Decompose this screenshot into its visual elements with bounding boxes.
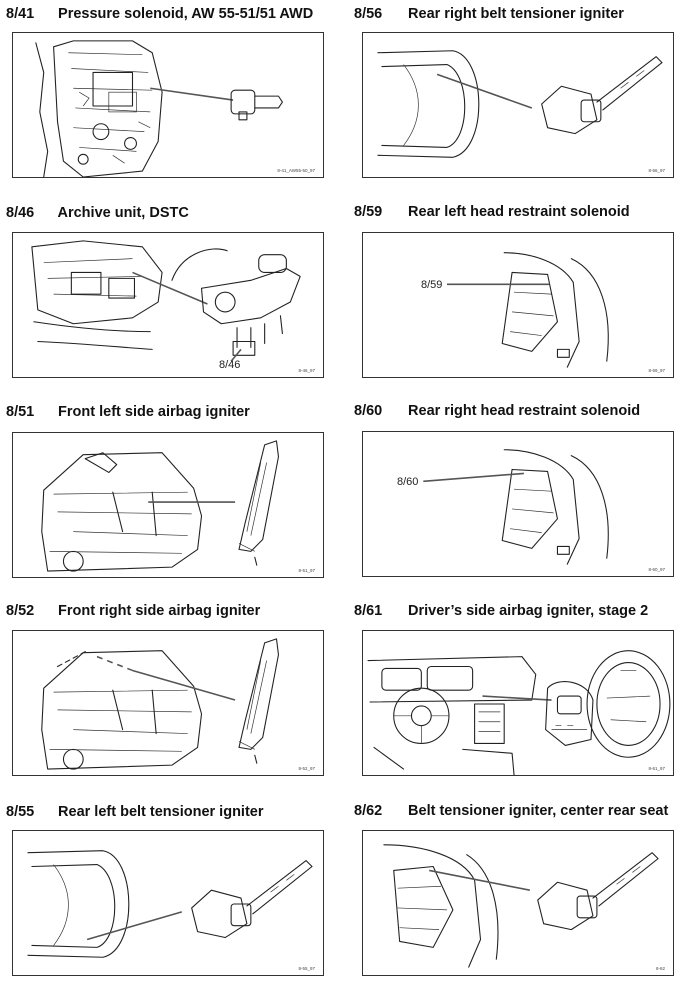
section-heading-8-46: 8/46 Archive unit, DSTC xyxy=(6,205,189,221)
engine-bay-drawing xyxy=(31,240,301,362)
figure-reference: 8-41_AW55-50_97 xyxy=(277,168,315,173)
section-code: 8/46 xyxy=(6,205,35,221)
section-code: 8/56 xyxy=(354,6,383,22)
illustration-center-rear-belt-tensioner: 8-62 xyxy=(362,830,674,976)
section-heading-8-62: 8/62 Belt tensioner igniter, center rear… xyxy=(354,803,668,819)
section-title: Rear right head restraint solenoid xyxy=(408,403,641,419)
figure-reference: 8-61_97 xyxy=(648,766,665,771)
callout-label: 8/59 xyxy=(421,279,443,291)
section-code: 8/60 xyxy=(354,403,383,419)
section-title: Front left side airbag igniter xyxy=(58,404,250,420)
section-heading-8-52: 8/52 Front right side airbag igniter xyxy=(6,603,260,619)
section-title: Front right side airbag igniter xyxy=(58,603,261,619)
dashboard-and-steering-wheel-drawing xyxy=(367,650,671,775)
section-title: Rear right belt tensioner igniter xyxy=(408,6,624,22)
section-title: Rear left belt tensioner igniter xyxy=(58,804,264,820)
illustration-rear-left-head-restraint: 8/59 8-59_97 xyxy=(362,232,674,378)
rear-seat-and-tensioner-drawing xyxy=(383,844,659,968)
figure-reference: 8-62 xyxy=(655,966,665,971)
section-heading-8-59: 8/59 Rear left head restraint solenoid xyxy=(354,204,630,220)
illustration-front-right-side-airbag: 8-52_97 xyxy=(12,630,324,776)
illustration-rear-right-head-restraint: 8/60 8-60_97 xyxy=(362,431,674,577)
section-heading-8-56: 8/56 Rear right belt tensioner igniter xyxy=(354,6,624,22)
illustration-front-left-side-airbag: 8-51_97 xyxy=(12,432,324,578)
illustration-pressure-solenoid: 8-41_AW55-50_97 xyxy=(12,32,324,178)
section-heading-8-61: 8/61 Driver’s side airbag igniter, stage… xyxy=(354,603,648,619)
callout-label: 8/46 xyxy=(219,359,241,371)
section-code: 8/62 xyxy=(354,803,383,819)
section-heading-8-55: 8/55 Rear left belt tensioner igniter xyxy=(6,804,264,820)
callout-label: 8/60 xyxy=(397,476,419,488)
section-code: 8/52 xyxy=(6,603,35,619)
figure-reference: 8-51_97 xyxy=(298,568,315,573)
section-code: 8/51 xyxy=(6,404,35,420)
section-code: 8/61 xyxy=(354,603,383,619)
section-code: 8/55 xyxy=(6,804,35,820)
car-side-view-drawing xyxy=(41,638,280,770)
figure-reference: 8-59_97 xyxy=(648,368,665,373)
car-top-view-and-tensioner-drawing xyxy=(377,50,663,158)
transmission-drawing xyxy=(35,40,283,177)
section-heading-8-51: 8/51 Front left side airbag igniter xyxy=(6,404,250,420)
section-heading-8-41: 8/41 Pressure solenoid, AW 55-51/51 AWD xyxy=(6,6,313,22)
figure-reference: 8-60_97 xyxy=(648,567,665,572)
section-code: 8/59 xyxy=(354,204,383,220)
figure-reference: 8-56_97 xyxy=(648,168,665,173)
illustration-rear-right-belt-tensioner: 8-56_97 xyxy=(362,32,674,178)
section-code: 8/41 xyxy=(6,6,35,22)
illustration-driver-airbag: 8-61_97 xyxy=(362,630,674,776)
section-title: Archive unit, DSTC xyxy=(57,205,189,221)
section-title: Belt tensioner igniter, center rear seat xyxy=(408,803,669,819)
car-top-view-and-tensioner-drawing xyxy=(27,850,313,958)
rear-seat-drawing xyxy=(446,252,609,368)
section-heading-8-60: 8/60 Rear right head restraint solenoid xyxy=(354,403,640,419)
car-side-view-drawing xyxy=(41,440,280,572)
illustration-archive-unit: 8/46 8-46_97 xyxy=(12,232,324,378)
figure-reference: 8-52_97 xyxy=(298,766,315,771)
section-title: Rear left head restraint solenoid xyxy=(408,204,630,220)
section-title: Driver’s side airbag igniter, stage 2 xyxy=(408,603,649,619)
section-title: Pressure solenoid, AW 55-51/51 AWD xyxy=(58,6,314,22)
figure-reference: 8-55_97 xyxy=(298,966,315,971)
rear-seat-drawing xyxy=(423,449,609,565)
figure-reference: 8-46_97 xyxy=(298,368,315,373)
illustration-rear-left-belt-tensioner: 8-55_97 xyxy=(12,830,324,976)
